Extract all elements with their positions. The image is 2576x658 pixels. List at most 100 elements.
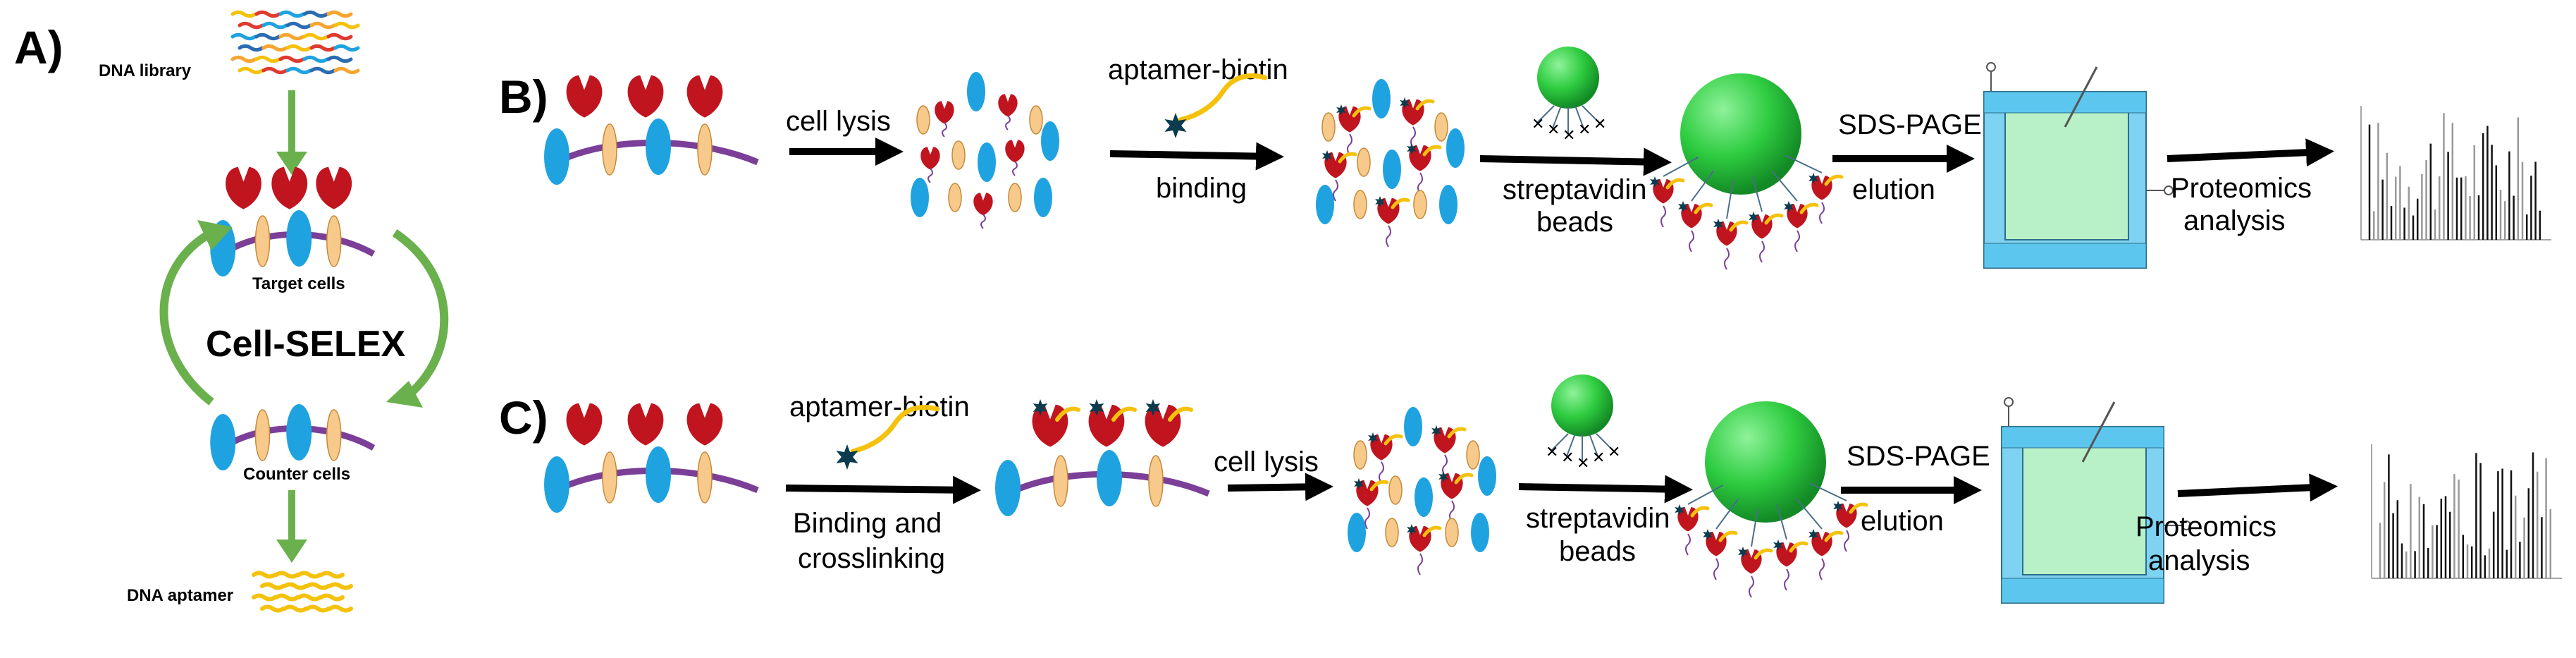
streptavidin-linker-icon bbox=[1663, 157, 1699, 177]
bead-icon bbox=[1551, 374, 1613, 437]
biotin-star-icon bbox=[1368, 432, 1378, 444]
dna-strand-icon bbox=[326, 10, 353, 18]
panel-b-bound-lysate-icon bbox=[1316, 79, 1465, 248]
protein-icon bbox=[627, 75, 664, 118]
protein-tail-icon bbox=[1724, 248, 1730, 270]
streptavidin-linker-icon bbox=[1566, 433, 1576, 457]
tan-receptor-icon bbox=[1008, 183, 1022, 212]
blue-receptor-icon bbox=[1471, 513, 1489, 552]
tan-receptor-icon bbox=[1466, 440, 1480, 470]
streptavidin-mark-icon: ✕ bbox=[1563, 126, 1575, 144]
panel-b-letter: B) bbox=[499, 71, 548, 123]
electrode-right-cap-icon bbox=[2164, 185, 2174, 195]
aptamer-strand-icon bbox=[305, 604, 331, 613]
biotin-star-icon bbox=[1322, 150, 1332, 162]
panel-b-sds-page-label: SDS-PAGE bbox=[1838, 109, 1982, 140]
panel-c-crosslinking-label: crosslinking bbox=[798, 543, 945, 574]
aptamer-icon bbox=[1789, 541, 1808, 553]
protein-tail-icon bbox=[928, 168, 933, 183]
panel-c-lysate-icon bbox=[1348, 407, 1496, 575]
streptavidin-linker-icon bbox=[1551, 433, 1569, 451]
dna-strand-icon bbox=[302, 55, 329, 63]
panel-c-big-bead-icon bbox=[1675, 401, 1868, 598]
electrode-left-cap-icon bbox=[2004, 397, 2014, 407]
blue-receptor-icon bbox=[1478, 456, 1496, 496]
panel-c-aptamer-biotin-icon bbox=[836, 405, 940, 470]
protein-tail-icon bbox=[1844, 530, 1849, 552]
tan-receptor-icon bbox=[326, 409, 342, 461]
streptavidin-linker-icon bbox=[1536, 105, 1555, 123]
panel-a: A) DNA library Target cells Cell-SELEX C… bbox=[14, 10, 449, 613]
protein-icon bbox=[973, 193, 993, 216]
blue-receptor-icon bbox=[646, 446, 671, 503]
tan-receptor-icon bbox=[948, 183, 962, 212]
aptamer-strand-icon bbox=[260, 582, 285, 590]
blue-receptor-icon bbox=[911, 178, 929, 217]
biotin-star-icon bbox=[1650, 176, 1660, 188]
aptamer-strand-icon bbox=[297, 571, 322, 579]
dna-strand-icon bbox=[254, 10, 281, 18]
aptamer-strand-icon bbox=[297, 593, 322, 602]
panel-b-big-bead-icon bbox=[1650, 73, 1844, 270]
protein-tail-icon bbox=[1685, 533, 1691, 556]
panel-c-streptavidin-label: streptavidin bbox=[1526, 503, 1670, 534]
aptamer-icon bbox=[1369, 480, 1389, 492]
protein-tail-icon bbox=[942, 122, 947, 138]
tan-receptor-icon bbox=[916, 105, 930, 135]
protein-tail-icon bbox=[1713, 558, 1719, 580]
panel-c-proteomics-label: Proteomics bbox=[2136, 511, 2276, 542]
tan-receptor-icon bbox=[1445, 518, 1459, 547]
arrow-head-aptamer bbox=[276, 540, 307, 563]
panel-b-beads-label: beads bbox=[1536, 207, 1613, 238]
bead-icon bbox=[1705, 401, 1826, 523]
arrow-head-library bbox=[276, 152, 307, 175]
aptamer-icon bbox=[1415, 99, 1435, 111]
blue-receptor-icon bbox=[1034, 178, 1052, 217]
bead-icon bbox=[1537, 47, 1599, 109]
cycle-arrow-right bbox=[392, 229, 449, 398]
electrode-left-cap-icon bbox=[1986, 62, 1996, 72]
aptamer-strand-icon bbox=[319, 593, 345, 602]
tan-receptor-icon bbox=[602, 451, 617, 504]
panel-b-gel-icon bbox=[1983, 62, 2174, 269]
dna-library-icon bbox=[230, 10, 360, 75]
streptavidin-mark-icon: ✕ bbox=[1561, 449, 1574, 466]
biotin-star-icon bbox=[1808, 173, 1818, 184]
dna-strand-icon bbox=[309, 66, 336, 75]
blue-receptor-icon bbox=[1415, 477, 1433, 517]
panel-b-spectrum-icon bbox=[2360, 106, 2551, 240]
protein-icon bbox=[1005, 140, 1025, 163]
gel-slab-icon bbox=[2004, 105, 2129, 240]
tan-receptor-icon bbox=[1388, 475, 1403, 505]
aptamer-icon bbox=[1168, 406, 1193, 422]
protein-tail-icon bbox=[1819, 202, 1825, 224]
aptamer-icon bbox=[1665, 178, 1685, 190]
aptamer-icon bbox=[1729, 220, 1749, 232]
tan-receptor-icon bbox=[1357, 147, 1371, 177]
aptamer-icon bbox=[1352, 106, 1372, 118]
dna-strand-icon bbox=[333, 21, 360, 30]
panel-b-binding-label: binding bbox=[1156, 173, 1247, 204]
biotin-star-icon bbox=[1336, 104, 1346, 116]
dna-strand-icon bbox=[238, 66, 264, 75]
aptamer-strand-icon bbox=[328, 604, 353, 613]
blue-receptor-icon bbox=[544, 128, 569, 185]
protein-tail-icon bbox=[1347, 133, 1352, 156]
protein-tail-icon bbox=[1386, 225, 1391, 248]
aptamer-strand-icon bbox=[283, 582, 308, 590]
aptamer-strand-icon bbox=[319, 571, 345, 579]
panel-c-arrow-binding bbox=[785, 475, 981, 504]
panel-c-binding-and-label: Binding and bbox=[793, 508, 942, 539]
protein-icon bbox=[935, 101, 954, 124]
tan-receptor-icon bbox=[1353, 440, 1367, 470]
biotin-star-icon bbox=[1738, 547, 1748, 558]
panel-c-arrow-beads bbox=[1518, 475, 1693, 504]
blue-receptor-icon bbox=[995, 460, 1021, 516]
biotin-star-icon bbox=[836, 444, 858, 470]
bead-icon bbox=[1680, 73, 1801, 195]
tan-receptor-icon bbox=[1434, 112, 1448, 142]
streptavidin-linker-icon bbox=[1751, 176, 1763, 212]
biotin-star-icon bbox=[1164, 113, 1187, 138]
panel-c-spectrum-icon bbox=[2371, 444, 2562, 579]
